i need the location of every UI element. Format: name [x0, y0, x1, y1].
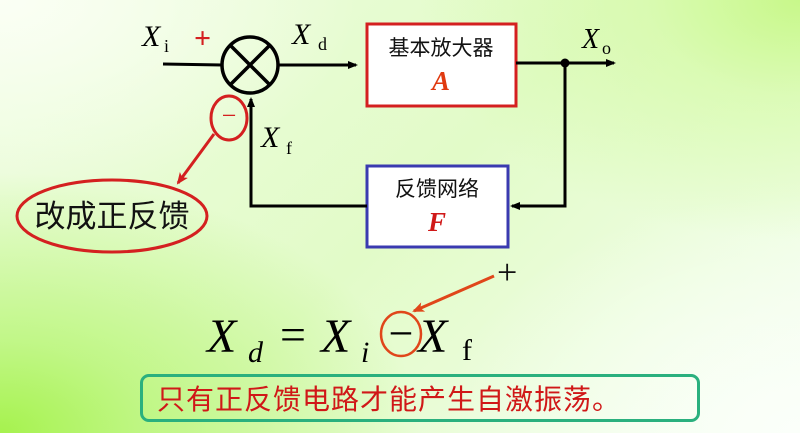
replacement-plus-sign: +	[497, 252, 517, 292]
feedback-network-symbol: F	[427, 207, 446, 237]
summing-junction-icon	[220, 35, 280, 95]
conclusion-text: 只有正反馈电路才能产生自激振荡。	[157, 383, 622, 416]
operator-highlight	[379, 310, 423, 358]
conclusion-note: 只有正反馈电路才能产生自激振荡。	[140, 374, 700, 422]
svg-text:X: X	[205, 310, 238, 363]
svg-text:o: o	[602, 38, 611, 58]
plus-sign: +	[194, 22, 211, 55]
svg-text:f: f	[462, 334, 472, 367]
svg-text:X: X	[291, 18, 312, 51]
amplifier-label: 基本放大器	[389, 36, 494, 60]
svg-text:X: X	[581, 24, 600, 55]
amplifier-block: 基本放大器 A	[365, 22, 518, 108]
feedback-sense-line	[510, 63, 567, 210]
svg-text:−: −	[222, 101, 237, 130]
feedback-network-block: 反馈网络 F	[365, 164, 510, 249]
callout-arrow	[176, 133, 216, 185]
feedback-network-label: 反馈网络	[395, 177, 479, 201]
svg-text:i: i	[361, 336, 369, 369]
svg-text:X: X	[260, 121, 281, 154]
svg-text:f: f	[286, 138, 292, 158]
replacement-arrow	[412, 274, 495, 313]
input-signal-label: X i	[141, 20, 169, 56]
svg-text:−: −	[389, 309, 414, 358]
amplifier-symbol: A	[430, 66, 450, 96]
svg-text:X: X	[141, 20, 162, 53]
error-signal-label: X d	[291, 18, 327, 54]
svg-text:d: d	[318, 34, 327, 54]
feedback-signal-label: X f	[260, 121, 292, 158]
output-signal-label: X o	[581, 24, 611, 58]
svg-text:改成正反馈: 改成正反馈	[35, 199, 190, 235]
minus-sign-highlight: −	[209, 94, 249, 142]
feedback-return-line	[247, 97, 367, 208]
input-line	[162, 62, 223, 67]
equation: X d = X i − X f	[205, 309, 472, 369]
positive-feedback-callout: 改成正反馈	[15, 178, 209, 254]
svg-text:i: i	[164, 36, 169, 56]
svg-text:=: =	[280, 309, 306, 360]
svg-text:X: X	[319, 310, 352, 363]
svg-text:d: d	[248, 336, 264, 369]
